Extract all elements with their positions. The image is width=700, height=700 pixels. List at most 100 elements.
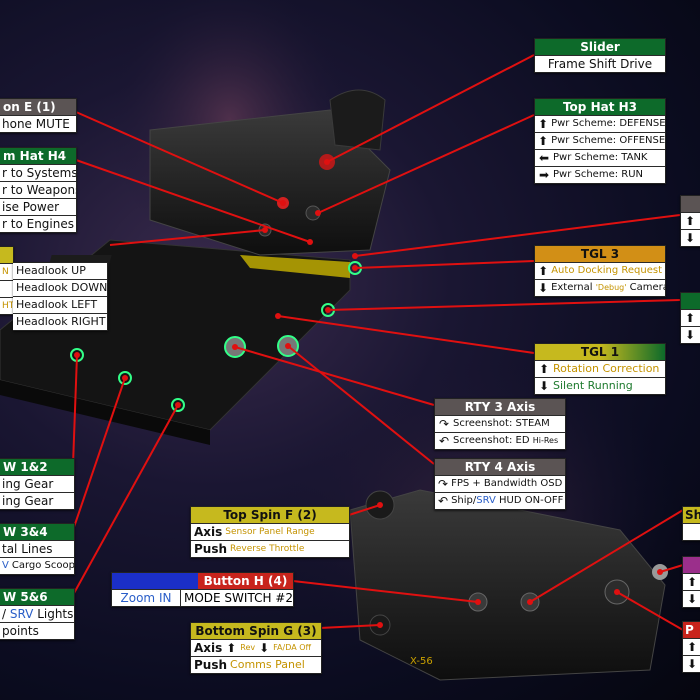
- stick-brand-label: X-56: [410, 656, 433, 667]
- slider-callout: Slider Frame Shift Drive: [534, 38, 666, 73]
- arrow-down-icon: ⬇: [259, 641, 270, 655]
- top-spin-f-push-value: Reverse Throttle: [230, 544, 305, 554]
- top-spin-f-title: Top Spin F (2): [191, 507, 349, 523]
- tgl1-callout: TGL 1 ⬆Rotation Correction ⬇Silent Runni…: [534, 343, 666, 395]
- headlook-row-2: Headlook DOWN: [13, 279, 107, 296]
- hat-h4-row-4: r to Engines: [0, 215, 76, 232]
- bottom-spin-g-fa: FA/DA Off: [273, 643, 312, 652]
- rotate-ccw-icon: ↶: [438, 494, 449, 508]
- top-spin-f-axis-value: Sensor Panel Range: [225, 527, 315, 537]
- callout-dots: [74, 159, 663, 628]
- sw34-title: W 3&4: [0, 524, 74, 540]
- headlook-callout: Headlook UP Headlook DOWN Headlook LEFT …: [13, 262, 108, 331]
- sw12-row-1: ing Gear: [0, 475, 74, 492]
- rotate-cw-icon: ↷: [438, 477, 449, 491]
- callout-lines: [72, 54, 684, 631]
- arrow-right-icon: ➡: [538, 168, 550, 182]
- arrow-down-icon: ⬇: [686, 657, 698, 671]
- arrow-down-icon: ⬇: [686, 592, 698, 606]
- sw34-callout: W 3&4 tal Lines V Cargo Scoop: [0, 523, 75, 575]
- tgl3-callout: TGL 3 ⬆Auto Docking Request ⬇External 'D…: [534, 245, 666, 297]
- arrow-up-icon: ⬆: [538, 117, 549, 131]
- button-h-title: Button H (4): [198, 573, 293, 589]
- rty3-row-2b: Hi-Res: [532, 436, 559, 445]
- sw3-ring: [118, 371, 132, 385]
- headlook-left-tab: N HT: [0, 246, 14, 315]
- arrow-up-icon: ⬆: [226, 641, 237, 655]
- hat-h4-callout: m Hat H4 r to Systems r to Weapons ise P…: [0, 147, 77, 233]
- tgl1-title: TGL 1: [535, 344, 665, 360]
- right-edge-callout-4: ⬆ ⬇: [682, 556, 700, 608]
- hat-h4-row-3: ise Power: [0, 198, 76, 215]
- rotate-ccw-icon: ↶: [438, 434, 450, 448]
- right-edge-sh: Sh: [683, 507, 700, 523]
- arrow-up-icon: ⬆: [686, 640, 698, 654]
- sw56-row-1c: Lights: [33, 607, 74, 621]
- right-edge-callout-5: P ⬆ ⬇: [682, 621, 700, 673]
- arrow-down-icon: ⬇: [538, 281, 549, 295]
- top-hat-h3-title: Top Hat H3: [535, 99, 665, 115]
- sw56-callout: W 5&6 / SRV Lights points: [0, 588, 75, 640]
- rty3-title: RTY 3 Axis: [435, 399, 565, 415]
- tgl3-row-2c: Camera: [626, 282, 666, 293]
- sw34-row-2b: Cargo Scoop: [11, 560, 75, 571]
- top-hat-h3-row-1: Pwr Scheme: DEFENSE: [551, 118, 666, 129]
- sw56-row-1a: /: [2, 607, 10, 621]
- right-edge-callout-3: Sh: [682, 506, 700, 541]
- arrow-up-icon: ⬆: [538, 362, 550, 376]
- sw12-row-2: ing Gear: [0, 492, 74, 509]
- button-h-callout: Button H (4) Zoom IN MODE SWITCH #2: [111, 572, 294, 607]
- right-edge-p: P: [683, 622, 700, 638]
- rty3-row-1: Screenshot: STEAM: [453, 418, 550, 429]
- arrow-left-icon: ⬅: [538, 151, 550, 165]
- tgl3-row-2b: 'Debug': [595, 283, 627, 292]
- sw12-callout: W 1&2 ing Gear ing Gear: [0, 458, 75, 510]
- tgl3-row-2a: External: [551, 282, 596, 293]
- button-e-title: on E (1): [0, 99, 76, 115]
- button-h-zoom: Zoom IN: [112, 590, 181, 606]
- tgl1-row-2: Silent Running: [553, 379, 633, 392]
- headlook-left-row-4: HT: [0, 297, 13, 314]
- bottom-spin-g-push-value: Comms Panel: [230, 658, 305, 671]
- sw34-row-2a: V: [2, 560, 9, 571]
- rty4-row-2a: Ship/: [451, 495, 477, 506]
- top-hat-h3-callout: Top Hat H3 ⬆Pwr Scheme: DEFENSE ⬆Pwr Sch…: [534, 98, 666, 184]
- headlook-row-1: Headlook UP: [16, 264, 86, 277]
- button-e-row: hone MUTE: [0, 115, 76, 132]
- slider-title: Slider: [535, 39, 665, 55]
- hat-h4-row-1: r to Systems: [0, 164, 76, 181]
- arrow-up-icon: ⬆: [684, 214, 696, 228]
- button-e-callout: on E (1) hone MUTE: [0, 98, 77, 133]
- arrow-up-icon: ⬆: [684, 311, 696, 325]
- arrow-down-icon: ⬇: [684, 328, 696, 342]
- rty3-row-2a: Screenshot: ED: [453, 435, 533, 446]
- arrow-down-icon: ⬇: [538, 379, 550, 393]
- bottom-spin-g-push-label: Push: [194, 658, 228, 672]
- sw34-row-1: tal Lines: [0, 540, 74, 557]
- headlook-left-row-2: N: [0, 263, 13, 280]
- hat-h4-row-2: r to Weapons: [0, 181, 76, 198]
- rotate-cw-icon: ↷: [438, 417, 450, 431]
- top-spin-f-push-label: Push: [194, 542, 228, 556]
- stick-grip: [349, 489, 668, 681]
- rty4-callout: RTY 4 Axis ↷FPS + Bandwidth OSD ↶Ship/SR…: [434, 458, 566, 510]
- rty4-row-1: FPS + Bandwidth OSD: [451, 478, 563, 489]
- bottom-spin-g-axis-label: Axis: [194, 641, 223, 655]
- arrow-up-icon: ⬆: [538, 134, 549, 148]
- sw56-row-2: points: [0, 622, 74, 639]
- slider-row: Frame Shift Drive: [535, 55, 665, 72]
- sw56-row-1b: SRV: [9, 607, 34, 621]
- sw5-ring: [171, 398, 185, 412]
- sw56-title: W 5&6: [0, 589, 74, 605]
- top-hat-h3-row-4: Pwr Scheme: RUN: [553, 169, 644, 180]
- tgl3-row-1: Auto Docking Request: [551, 265, 662, 276]
- headlook-row-3: Headlook LEFT: [13, 296, 107, 313]
- rty4-row-2b: SRV: [476, 495, 496, 506]
- right-edge-callout-2: ⬆ ⬇: [680, 292, 700, 344]
- tgl3-title: TGL 3: [535, 246, 665, 262]
- rty4-row-2c: HUD ON-OFF: [495, 495, 564, 506]
- top-hat-h3-row-2: Pwr Scheme: OFFENSE: [551, 135, 666, 146]
- bottom-spin-g-callout: Bottom Spin G (3) Axis⬆Rev⬇FA/DA Off Pus…: [190, 622, 322, 674]
